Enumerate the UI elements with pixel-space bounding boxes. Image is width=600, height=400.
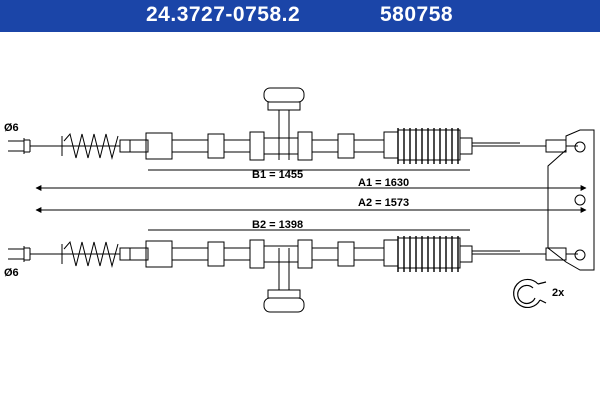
header-bar: 24.3727-0758.2 580758 (0, 0, 600, 32)
b1-label: B1 = 1455 (252, 169, 303, 181)
a2-label: A2 = 1573 (358, 197, 409, 209)
right-bracket (547, 129, 595, 271)
b2-label: B2 = 1398 (252, 219, 303, 231)
cable-drawing: B1 = 1455 A1 = 1630 A2 = 1573 B2 = 1398 … (4, 87, 595, 313)
diameter-top-label: Ø6 (4, 122, 19, 134)
upper-center-bracket (263, 87, 305, 160)
a1-label: A1 = 1630 (358, 177, 409, 189)
reference-number: 580758 (380, 3, 454, 26)
retaining-clip-icon (513, 278, 547, 309)
diameter-bottom-label: Ø6 (4, 267, 19, 279)
lower-cable (8, 236, 578, 272)
part-number: 24.3727-0758.2 (146, 3, 301, 26)
lower-center-bracket (263, 248, 305, 313)
clip-quantity-label: 2x (552, 287, 565, 299)
upper-cable (8, 128, 578, 164)
